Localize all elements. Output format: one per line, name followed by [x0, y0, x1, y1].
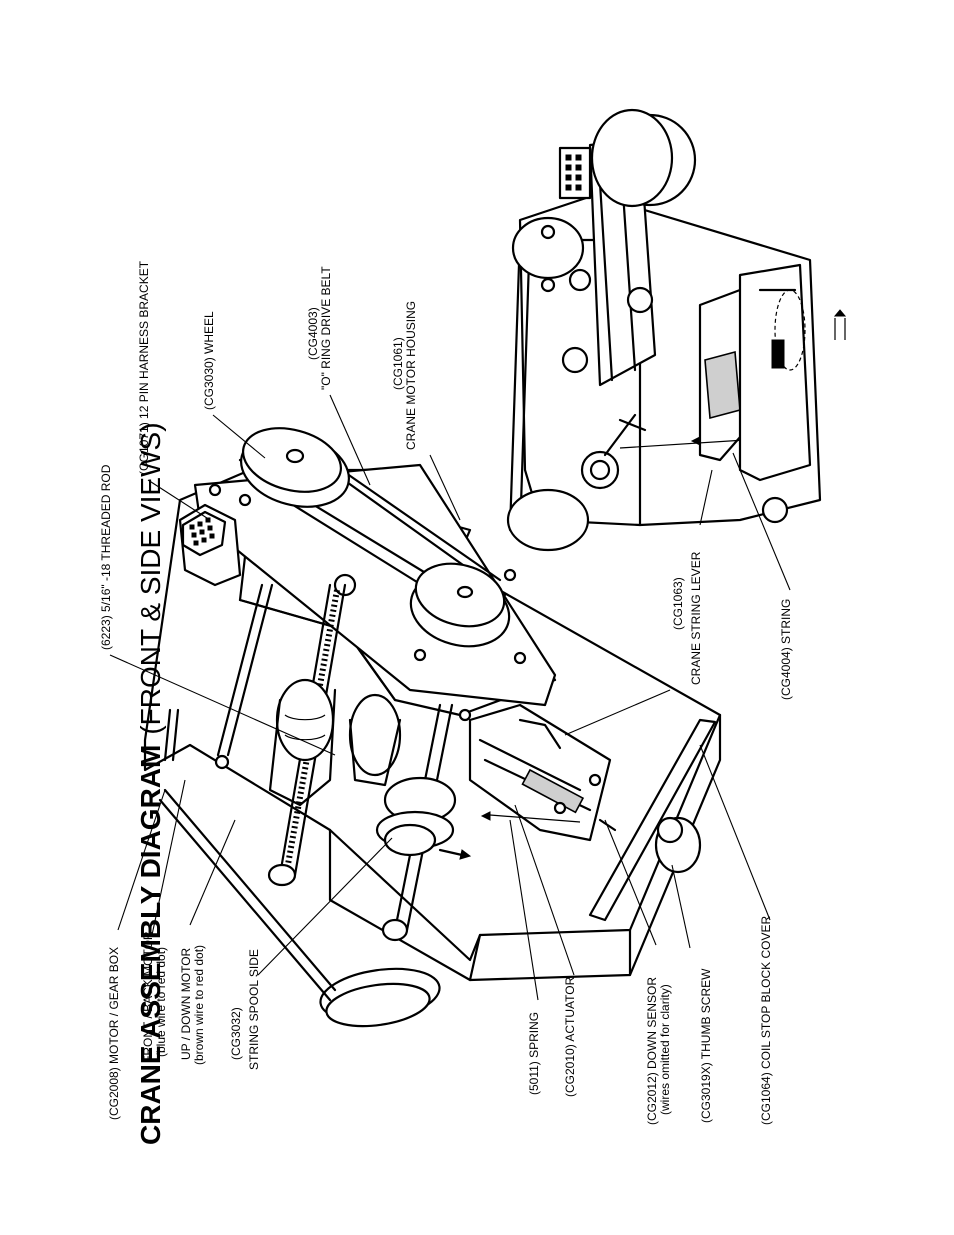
label-down-sensor-note: (wires omitted for clarity) — [658, 984, 672, 1115]
lower-belt — [158, 798, 332, 1002]
front-view-drawing — [143, 427, 722, 1028]
labels-top: (6223) 5/16" -18 THREADED ROD (CG1071) 1… — [99, 260, 793, 700]
label-string-lever-code: (CG1063) — [671, 577, 685, 630]
actuator-assembly — [468, 703, 617, 842]
front-back-motor — [268, 678, 337, 807]
label-string-spool-side: STRING SPOOL SIDE — [247, 949, 261, 1070]
diagram-title: CRANE ASSEMBLY DIAGRAM (FRONT & SIDE VIEW… — [135, 422, 166, 1145]
crane-string-lever — [518, 718, 562, 750]
label-harness-bracket: (CG1071) 12 PIN HARNESS BRACKET — [137, 260, 151, 475]
label-front-back-motor: FRONT / BACK MOTOR — [141, 931, 155, 1063]
side-view-drawing — [506, 108, 847, 552]
label-up-down-motor-note: (brown wire to red dot) — [192, 945, 206, 1065]
label-drive-belt-code: (CG4003) — [306, 307, 320, 360]
labels-bottom: (CG2008) MOTOR / GEAR BOX FRONT / BACK M… — [107, 915, 773, 1125]
thumb-screw — [654, 816, 702, 874]
string-spool — [375, 703, 472, 942]
label-threaded-rod: (6223) 5/16" -18 THREADED ROD — [99, 464, 113, 650]
label-motor-housing-code: (CG1061) — [391, 337, 405, 390]
side-thumb-screw — [761, 496, 789, 524]
label-coil-stop-block-cover: (CG1064) COIL STOP BLOCK COVER — [759, 915, 773, 1125]
title-normal: (FRONT & SIDE VIEWS) — [135, 422, 166, 734]
side-coil-stop — [738, 263, 812, 482]
label-wheel: (CG3030) WHEEL — [202, 311, 216, 410]
svg-text:CRANE ASSEMBLY DIAGRAM(FRONT &: CRANE ASSEMBLY DIAGRAM (FRONT & SIDE VIEW… — [135, 422, 166, 1145]
label-string: (CG4004) STRING — [779, 599, 793, 700]
label-down-sensor: (CG2012) DOWN SENSOR — [645, 977, 659, 1125]
leader-lines — [109, 394, 791, 1001]
side-harness-bracket — [558, 146, 592, 200]
label-thumb-screw: (CG3019X) THUMB SCREW — [699, 968, 713, 1123]
label-string-spool-code: (CG3032) — [229, 1007, 243, 1060]
coil-stop-block-cover — [588, 718, 717, 922]
title-bold: CRANE ASSEMBLY DIAGRAM — [135, 745, 166, 1145]
harness-bracket — [178, 503, 242, 587]
label-motor-gear-box: (CG2008) MOTOR / GEAR BOX — [107, 947, 121, 1120]
side-lower-wheel — [506, 488, 590, 552]
label-drive-belt: "O" RING DRIVE BELT — [319, 266, 333, 390]
label-actuator: (CG2010) ACTUATOR — [563, 976, 577, 1097]
label-spring: (5011) SPRING — [527, 1012, 541, 1095]
label-front-back-motor-note: (blue wire to red dot) — [154, 947, 168, 1057]
label-string-lever: CRANE STRING LEVER — [689, 551, 703, 685]
label-up-down-motor: UP / DOWN MOTOR — [179, 947, 193, 1060]
label-motor-housing: CRANE MOTOR HOUSING — [404, 301, 418, 450]
up-down-motor — [348, 693, 402, 787]
